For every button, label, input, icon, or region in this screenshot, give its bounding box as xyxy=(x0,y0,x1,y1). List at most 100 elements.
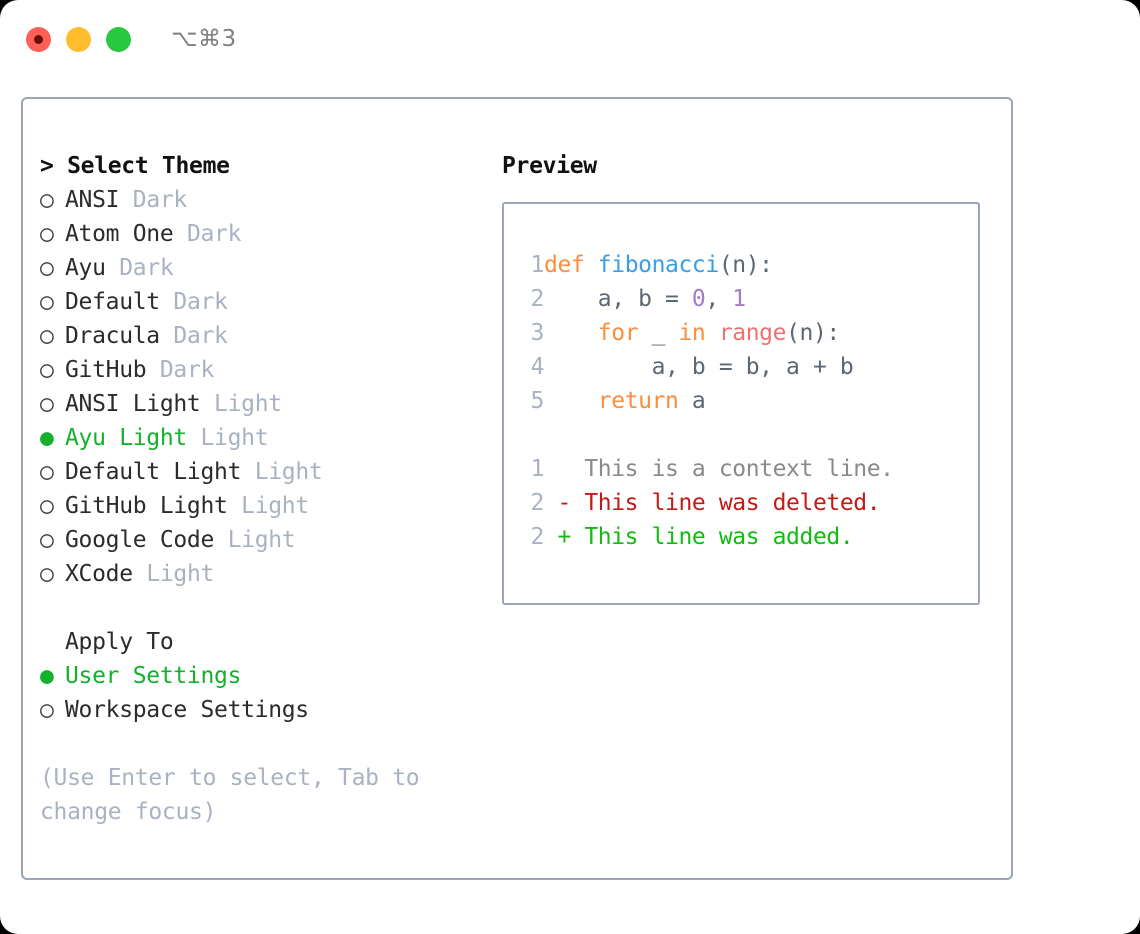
apply-to-heading-indent: ○ xyxy=(40,625,65,659)
theme-list-item[interactable]: ○ANSI Dark xyxy=(40,183,490,217)
theme-list-item[interactable]: ○ GitHub Light Light xyxy=(40,489,490,523)
keyboard-hint-text: (Use Enter to select, Tab to change focu… xyxy=(40,765,420,825)
theme-name: XCode xyxy=(65,561,133,587)
select-theme-heading: > Select Theme xyxy=(40,153,230,179)
radio-selected-icon: ● xyxy=(40,663,54,689)
keyboard-shortcut-label: ⌥⌘3 xyxy=(171,26,237,52)
code-token: 0 xyxy=(691,286,706,312)
theme-list-item[interactable]: ○ XCode Light xyxy=(40,557,490,591)
code-line: 2 a, b = 0, 1 xyxy=(516,282,894,316)
diff-line: 2 + This line was added. xyxy=(516,520,894,554)
theme-list[interactable]: ○ANSI Dark○Atom One Dark○Ayu Dark○Defaul… xyxy=(40,183,490,591)
theme-variant-badge: Light xyxy=(200,425,269,451)
theme-variant-badge: Light xyxy=(241,493,309,519)
radio-unselected-icon: ○ xyxy=(40,357,54,383)
code-token: a xyxy=(678,388,706,414)
code-token: a, b = xyxy=(544,286,692,312)
apply-to-label: Workspace Settings xyxy=(65,697,309,723)
theme-list-item[interactable]: ○ ANSI Light Light xyxy=(40,387,490,421)
preview-heading: Preview xyxy=(502,153,597,179)
code-token: in xyxy=(678,320,706,346)
theme-variant-badge: Light xyxy=(227,527,296,553)
theme-variant-badge: Dark xyxy=(173,323,228,349)
radio-unselected-icon: ○ xyxy=(40,255,54,281)
radio-unselected-icon: ○ xyxy=(40,289,54,315)
maximize-button[interactable] xyxy=(106,26,131,52)
theme-list-item[interactable]: ○Ayu Dark xyxy=(40,251,490,285)
theme-list-item[interactable]: ○ Dracula Dark xyxy=(40,319,490,353)
theme-name: Default xyxy=(65,289,160,315)
theme-name: Google Code xyxy=(65,527,215,553)
code-token xyxy=(705,320,718,346)
theme-variant-badge: Light xyxy=(254,459,323,485)
code-token: (n): xyxy=(786,320,840,346)
code-token: (n): xyxy=(718,252,773,278)
theme-name: Ayu Light xyxy=(65,425,187,451)
radio-unselected-icon: ○ xyxy=(40,561,54,587)
theme-name: Default Light xyxy=(65,459,242,485)
radio-selected-icon: ● xyxy=(40,425,54,451)
theme-variant-badge: Dark xyxy=(159,357,215,383)
theme-variant-badge: Dark xyxy=(173,289,228,315)
line-number: 4 xyxy=(530,354,545,380)
theme-list-item[interactable]: ○ Default Light Light xyxy=(40,455,490,489)
diff-line: 1 This is a context line. xyxy=(516,452,894,486)
theme-list-item[interactable]: ○ Atom One Dark xyxy=(40,217,490,251)
radio-unselected-icon: ○ xyxy=(40,697,54,723)
code-line: 5 return a xyxy=(516,384,894,418)
line-number: 1 xyxy=(530,456,545,482)
radio-unselected-icon: ○ xyxy=(40,493,54,519)
theme-list-item[interactable]: ○ Google Code Light xyxy=(40,523,490,557)
radio-unselected-icon: ○ xyxy=(40,391,54,417)
line-number: 2 xyxy=(530,490,545,516)
code-token: for xyxy=(597,320,639,346)
line-number: 5 xyxy=(530,388,545,414)
theme-picker-card: > Select Theme ○ANSI Dark○Atom One Dark○… xyxy=(21,97,1013,880)
title-bar: ⌥⌘3 xyxy=(0,0,1140,78)
line-number: 2 xyxy=(530,524,545,550)
code-token: - This line was deleted. xyxy=(544,490,881,516)
minimize-button[interactable] xyxy=(66,26,91,52)
diff-line: 2 - This line was deleted. xyxy=(516,486,894,520)
radio-unselected-icon: ○ xyxy=(40,187,54,213)
code-token xyxy=(544,388,598,414)
apply-to-item[interactable]: ○ Workspace Settings xyxy=(40,693,490,727)
code-token: a, b = b, a + b xyxy=(544,354,854,380)
code-token: return xyxy=(597,388,679,414)
apply-to-item[interactable]: ● User Settings xyxy=(40,659,490,693)
theme-list-item[interactable]: ○ GitHub Dark xyxy=(40,353,490,387)
radio-unselected-icon: ○ xyxy=(40,527,54,553)
theme-list-item[interactable]: ● Ayu Light Light xyxy=(40,421,490,455)
theme-variant-badge: Light xyxy=(214,391,282,417)
code-token: 1 xyxy=(732,286,746,312)
theme-variant-badge: Dark xyxy=(132,187,188,213)
theme-variant-badge: Light xyxy=(146,561,215,587)
apply-to-list[interactable]: ● User Settings ○ Workspace Settings xyxy=(40,659,490,727)
close-button[interactable] xyxy=(26,26,51,52)
window-controls xyxy=(26,26,131,52)
theme-name: Atom One xyxy=(65,221,174,247)
apply-to-heading: ○Apply To xyxy=(40,625,490,659)
code-line: 4 a, b = b, a + b xyxy=(516,350,894,384)
code-token: range xyxy=(718,320,787,346)
theme-selection-panel: > Select Theme ○ANSI Dark○Atom One Dark○… xyxy=(40,149,490,829)
code-token: _ xyxy=(638,320,679,346)
theme-name: Dracula xyxy=(65,323,160,349)
apply-to-label: User Settings xyxy=(65,663,242,689)
theme-variant-badge: Dark xyxy=(186,221,242,247)
theme-name: GitHub xyxy=(65,357,147,383)
theme-name: GitHub Light xyxy=(65,493,228,519)
radio-unselected-icon: ○ xyxy=(40,323,54,349)
theme-name: ANSI Light xyxy=(65,391,201,417)
theme-list-item[interactable]: ○ Default Dark xyxy=(40,285,490,319)
line-number: 3 xyxy=(530,320,545,346)
theme-variant-badge: Dark xyxy=(119,255,174,281)
code-token: , xyxy=(705,286,733,312)
radio-unselected-icon: ○ xyxy=(40,221,54,247)
line-number: 1 xyxy=(530,252,545,278)
radio-unselected-icon: ○ xyxy=(40,459,54,485)
